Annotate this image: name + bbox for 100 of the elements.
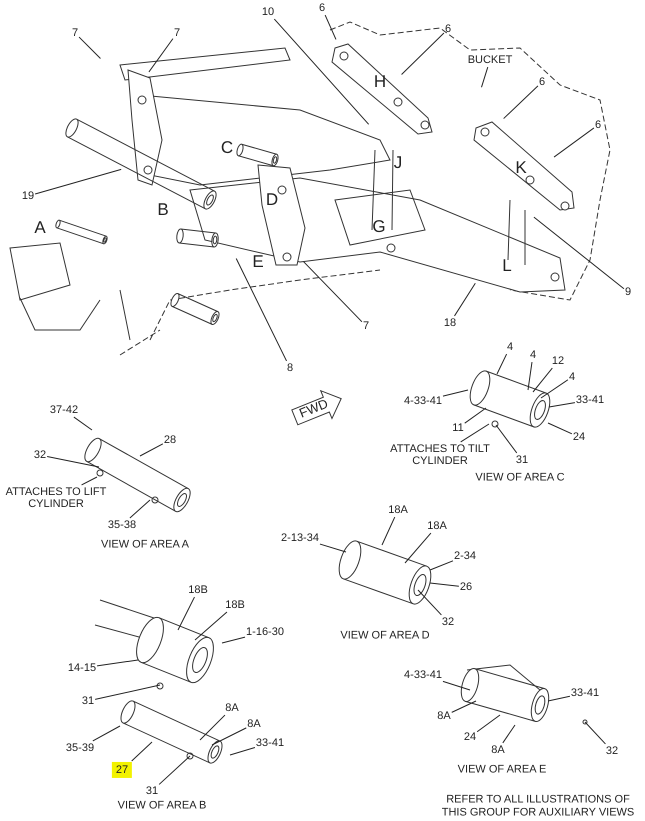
callout-number: 1-16-30: [246, 626, 284, 638]
callout-number: 2-34: [454, 550, 476, 562]
leader-line: [548, 422, 572, 434]
pin-drawing: [470, 370, 550, 428]
pin-drawing: [94, 600, 223, 764]
part-note: ATTACHES TO TILT CYLINDER: [390, 442, 490, 468]
leader-line: [46, 456, 100, 468]
leader-line: [230, 747, 256, 756]
area-letter: B: [157, 200, 169, 220]
area-letter: C: [220, 138, 234, 158]
leader-line: [178, 596, 195, 630]
leader-line: [324, 14, 336, 40]
leader-line: [140, 443, 164, 456]
callout-number: 4: [530, 348, 536, 362]
callout-label: BUCKET: [468, 54, 512, 66]
callout-number: 12: [552, 354, 564, 368]
leader-line: [158, 756, 190, 785]
callout-number: 7: [72, 26, 78, 40]
callout-number: 18A: [427, 520, 447, 532]
callout-number: 4-33-41: [404, 668, 442, 682]
callout-number: 26: [460, 580, 472, 594]
callout-number: 31: [516, 454, 528, 466]
callout-number: 6: [538, 76, 546, 88]
callout-number: 28: [164, 434, 176, 446]
callout-number: 4: [506, 340, 514, 354]
callout-number: 18B: [225, 598, 245, 612]
callout-number: 33-41: [576, 394, 604, 406]
leader-line: [78, 36, 101, 59]
callout-number: 6: [594, 118, 602, 132]
leader-line: [302, 261, 362, 322]
callout-number: 32: [34, 448, 46, 462]
area-letter: J: [394, 153, 402, 173]
area-letter: E: [252, 252, 264, 272]
area-letter: D: [266, 190, 278, 210]
callout-number: 37-42: [50, 404, 78, 416]
leader-line: [401, 32, 444, 75]
leader-line: [481, 66, 488, 88]
callout-number: 6: [318, 2, 326, 14]
note: REFER TO ALL ILLUSTRATIONS OF THIS GROUP FOR AUXILIARY VIEWS: [440, 793, 636, 819]
leader-line: [548, 402, 576, 408]
leader-line: [92, 726, 120, 742]
area-letter: L: [502, 256, 512, 276]
leader-line: [584, 722, 606, 744]
callout-number: 6: [444, 22, 452, 36]
leader-line: [502, 724, 516, 744]
callout-number: 19: [22, 190, 34, 202]
area-letter: K: [515, 158, 527, 178]
callout-number: 18B: [188, 584, 208, 596]
leader-line: [503, 85, 538, 120]
leader-line: [476, 714, 500, 732]
view-title: VIEW OF AREA A: [100, 538, 190, 552]
callout-number: 31: [82, 694, 94, 708]
callout-number: 32: [442, 616, 454, 628]
leader-line: [34, 168, 122, 194]
leader-line: [96, 660, 138, 666]
callout-number: 33-41: [256, 736, 284, 750]
leader-line: [418, 590, 442, 616]
leader-line: [222, 636, 246, 644]
callout-number: 8: [286, 362, 294, 374]
leader-line: [81, 476, 98, 486]
leader-line: [319, 544, 346, 552]
leader-line: [212, 727, 247, 746]
callout-number: 8A: [225, 702, 239, 714]
callout-number: 24: [464, 730, 476, 744]
callout-number: 7: [174, 26, 180, 40]
callout-number: 27: [112, 762, 132, 778]
callout-number: 31: [146, 784, 158, 798]
view-title: VIEW OF AREA B: [118, 800, 206, 812]
leader-line: [442, 390, 468, 397]
area-letter: A: [34, 218, 46, 238]
view-title: VIEW OF AREA C: [475, 472, 565, 484]
leader-line: [496, 424, 518, 454]
leader-line: [194, 612, 228, 640]
leader-line: [532, 368, 553, 392]
callout-number: 10: [262, 6, 274, 18]
callout-number: 18A: [388, 504, 408, 516]
direction-label: FWD: [297, 396, 330, 421]
leader-line: [528, 362, 532, 390]
callout-number: 9: [624, 286, 632, 298]
leader-line: [404, 532, 432, 564]
callout-number: 8A: [437, 710, 451, 722]
leader-line: [274, 18, 370, 125]
leader-line: [73, 416, 92, 430]
callout-number: 11: [452, 422, 464, 434]
part-note: ATTACHES TO LIFT CYLINDER: [4, 486, 108, 510]
leader-line: [533, 216, 624, 290]
area-letter: H: [374, 72, 386, 92]
view-title: VIEW OF AREA D: [340, 630, 430, 642]
leader-line: [382, 516, 396, 546]
view-title: VIEW OF AREA E: [458, 764, 546, 776]
callout-number: 4: [568, 370, 576, 384]
leader-line: [548, 696, 570, 702]
callout-number: 35-39: [66, 742, 94, 754]
leader-line: [540, 379, 568, 398]
callout-number: 35-38: [108, 518, 136, 532]
leader-line: [464, 408, 486, 424]
callout-number: 8A: [247, 718, 261, 730]
leader-line: [430, 560, 454, 570]
area-letter: G: [372, 217, 386, 237]
callout-number: 2-13-34: [281, 532, 319, 544]
